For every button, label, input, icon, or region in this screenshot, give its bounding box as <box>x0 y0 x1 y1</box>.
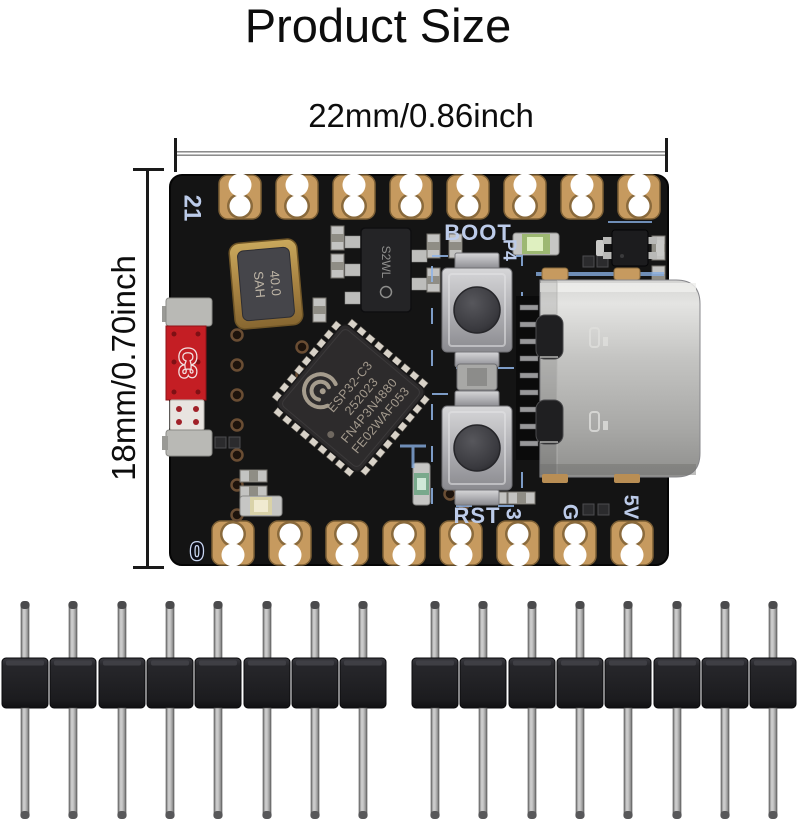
esp32-c3-chip: ESP32-C3 252023 FN4P3N4880 FE02WAF053 <box>271 318 430 477</box>
c3-silkscreen-label: C3 <box>174 348 201 379</box>
height-dimension-cap-bottom <box>133 566 164 569</box>
page-title: Product Size <box>244 0 512 52</box>
crystal-oscillator: 40.0 SAH <box>228 238 304 330</box>
width-dimension-label: 22mm/0.86inch <box>308 97 534 134</box>
header-pin <box>194 600 242 820</box>
v5-label: 5V <box>620 495 642 520</box>
header-pin <box>49 600 97 820</box>
p4-label: P4 <box>499 239 519 261</box>
led-bottom-left <box>239 495 283 517</box>
gnd-label: G <box>558 504 581 520</box>
header-pin <box>749 600 797 820</box>
header-pin <box>653 600 701 820</box>
silkscreen-t-mark <box>400 444 426 468</box>
io3-label: 3 <box>501 508 524 520</box>
usb-shell <box>539 279 701 478</box>
width-dimension-cap-right <box>665 138 668 172</box>
header-pin <box>556 600 604 820</box>
width-dimension-cap-left <box>174 138 177 172</box>
height-dimension-cap-top <box>133 168 164 171</box>
header-pin <box>508 600 556 820</box>
left-edge-antenna-area: C3 <box>162 297 213 457</box>
pin21-label: 21 <box>179 195 206 222</box>
pin-header-left <box>1 600 387 820</box>
header-pin <box>1 600 49 820</box>
usb-pins <box>519 304 539 447</box>
boot-button <box>441 252 513 368</box>
width-dimension-line <box>176 151 666 156</box>
led-middle <box>412 462 431 506</box>
header-pin <box>98 600 146 820</box>
silkscreen-labels: 21 0 BOOT P4 RST 3 G 5V <box>179 195 642 568</box>
small-ic-top-right <box>596 221 664 267</box>
led-top <box>512 232 560 256</box>
header-pin <box>459 600 507 820</box>
header-pin <box>146 600 194 820</box>
header-pin <box>243 600 291 820</box>
header-pin <box>701 600 749 820</box>
header-pin <box>604 600 652 820</box>
header-pin <box>339 600 387 820</box>
pin-header-right <box>411 600 797 820</box>
rst-button <box>441 390 513 506</box>
header-pin <box>291 600 339 820</box>
espressif-swirl-icon <box>302 372 340 410</box>
rst-label: RST <box>454 503 501 528</box>
usb-c-connector <box>516 267 701 483</box>
pin0-label: 0 <box>190 538 204 566</box>
height-dimension-line <box>146 170 149 567</box>
boot-label: BOOT <box>444 220 512 245</box>
header-pin <box>411 600 459 820</box>
regulator-marking: S2WL <box>379 246 393 279</box>
voltage-regulator: S2WL <box>344 227 428 313</box>
pcb-board: C3 40.0 SAH <box>162 172 701 568</box>
crystal-marking-line1: 40.0 <box>267 270 284 297</box>
mid-component-body <box>467 368 487 386</box>
crystal-marking-line2: SAH <box>251 271 268 299</box>
